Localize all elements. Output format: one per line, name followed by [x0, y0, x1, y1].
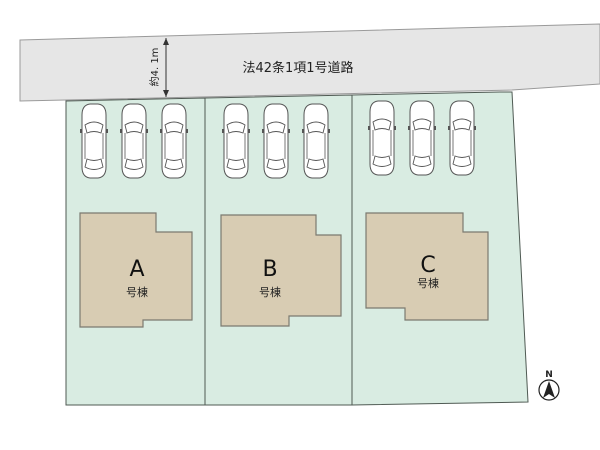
road-width-dimension: [163, 38, 169, 97]
building-a: [79, 212, 193, 328]
building-a-sub: 号棟: [126, 285, 148, 299]
parking-car-icon: [447, 100, 477, 176]
parking-car-icon: [367, 100, 397, 176]
building-a-letter: A: [129, 257, 144, 282]
parking-car-icon: [221, 103, 251, 179]
building-c: [365, 212, 489, 321]
north-label: N: [545, 370, 553, 380]
parking-car-icon: [119, 103, 149, 179]
parking-car-icon: [261, 103, 291, 179]
building-b-letter: B: [262, 257, 277, 282]
parking-car-icon: [407, 100, 437, 176]
parking-car-icon: [159, 103, 189, 179]
north-arrow-icon: [538, 379, 560, 401]
road-width-label: 約4. 1m: [148, 48, 161, 87]
parking-car-icon: [301, 103, 331, 179]
building-c-sub: 号棟: [417, 276, 439, 290]
road-label: 法42条1項1号道路: [242, 60, 353, 76]
building-b: [220, 214, 342, 327]
building-b-sub: 号棟: [259, 285, 281, 299]
parking-car-icon: [79, 103, 109, 179]
building-c-letter: C: [420, 253, 435, 278]
